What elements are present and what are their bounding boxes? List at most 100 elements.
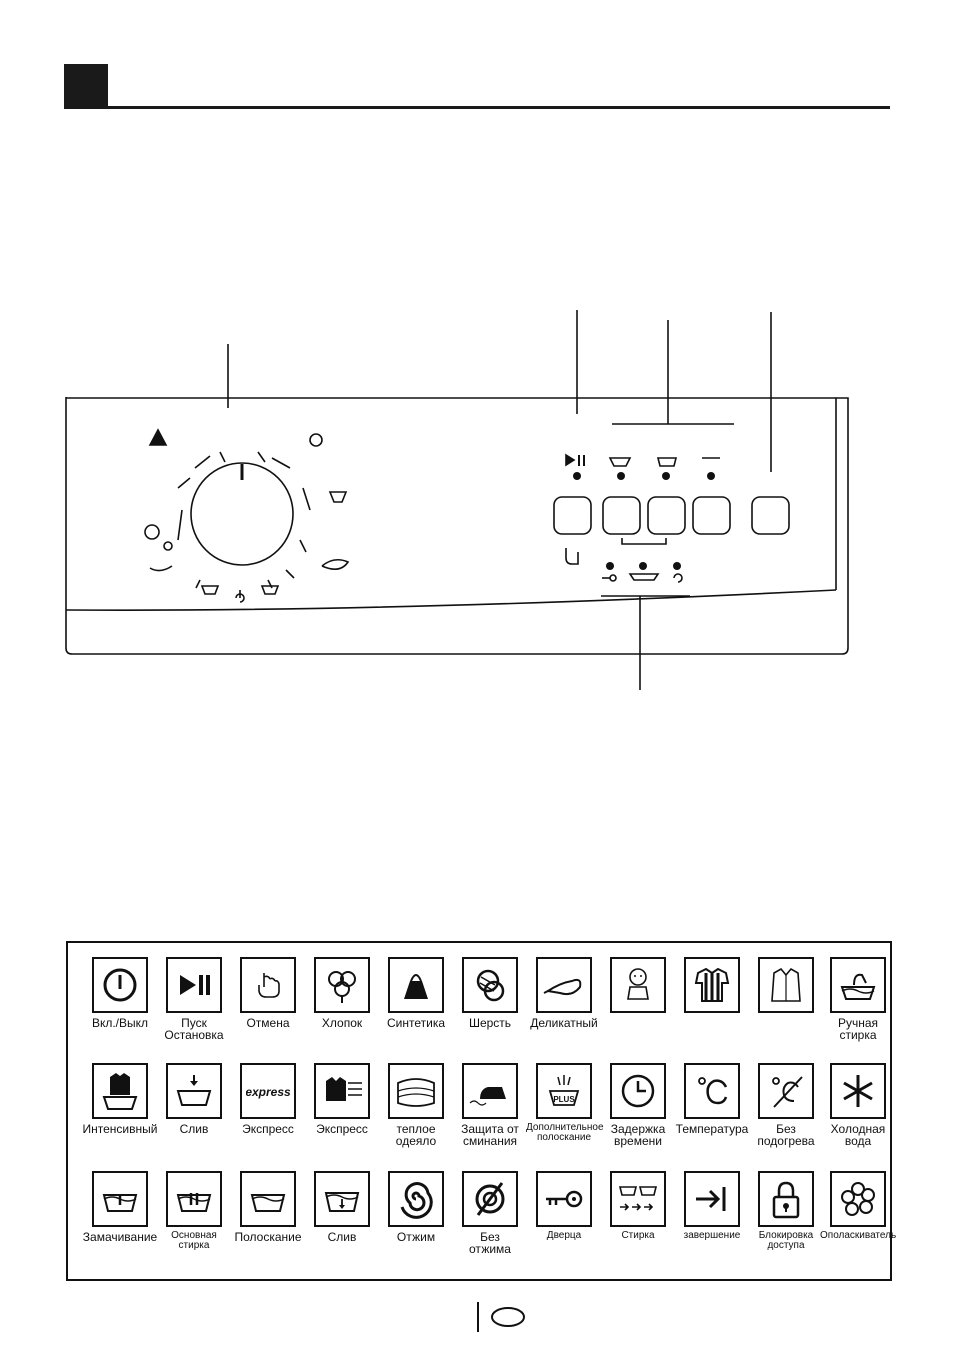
program-dial bbox=[190, 462, 294, 566]
start-pause-icon bbox=[166, 957, 222, 1013]
svg-text:PLUS: PLUS bbox=[553, 1095, 575, 1104]
legend-item-blanket: теплое одеяло bbox=[378, 1063, 454, 1147]
legend-label: Экспресс bbox=[316, 1122, 368, 1136]
status-led-2 bbox=[639, 562, 647, 570]
legend-item-drain-tub: Слив bbox=[304, 1171, 380, 1243]
door-key-icon bbox=[536, 1171, 592, 1227]
legend-item-intensive: Интенсивный bbox=[82, 1063, 158, 1135]
delicate-icon bbox=[536, 957, 592, 1013]
main-wash-icon bbox=[166, 1171, 222, 1227]
legend-item-delicate: Деликатный bbox=[526, 957, 602, 1029]
legend-label: Ополаскиватель bbox=[820, 1230, 897, 1241]
legend-item-wool: Шерсть bbox=[452, 957, 528, 1029]
panel-lower-edge bbox=[65, 589, 837, 611]
intensive-icon bbox=[92, 1063, 148, 1119]
cotton-icon bbox=[314, 957, 370, 1013]
legend-label: Блокировка доступа bbox=[758, 1230, 814, 1251]
legend-item-clock: Задержка времени bbox=[600, 1063, 676, 1147]
legend-item-softener: Ополаскиватель bbox=[820, 1171, 896, 1241]
legend-label: Отмена bbox=[246, 1016, 290, 1030]
option-button-3 bbox=[692, 496, 731, 535]
option-led-3 bbox=[707, 472, 715, 480]
legend-label: Слив bbox=[179, 1122, 209, 1136]
legend-label: Вкл./Выкл bbox=[91, 1016, 149, 1030]
legend-label: Экспресс bbox=[242, 1122, 294, 1136]
legend-item-no-heat: Без подогрева bbox=[748, 1063, 824, 1147]
legend-item-main-wash: Основная стирка bbox=[156, 1171, 232, 1251]
legend-label: завершение bbox=[683, 1230, 741, 1241]
baby-icon bbox=[610, 957, 666, 1013]
legend-label: Задержка времени bbox=[610, 1122, 666, 1148]
hand-cancel-icon bbox=[240, 957, 296, 1013]
wash-progress-icon bbox=[610, 1171, 666, 1227]
legend-label: Без отжима bbox=[469, 1230, 511, 1256]
start-pause-button bbox=[553, 496, 592, 535]
legend-item-lock: Блокировка доступа bbox=[748, 1171, 824, 1251]
legend-item-end: завершение bbox=[674, 1171, 750, 1241]
shirt-stripes-icon bbox=[684, 957, 740, 1013]
option-button-1 bbox=[602, 496, 641, 535]
no-spin-icon bbox=[462, 1171, 518, 1227]
legend-item-iron: Защита от сминания bbox=[452, 1063, 528, 1147]
control-panel-illustration bbox=[65, 310, 849, 690]
legend-label: Холодная вода bbox=[830, 1122, 886, 1148]
express-text-icon: express bbox=[240, 1063, 296, 1119]
panel-outline bbox=[65, 397, 849, 655]
legend-label: Стирка bbox=[621, 1230, 655, 1241]
legend-item-synthetics: Синтетика bbox=[378, 957, 454, 1029]
celsius-icon bbox=[684, 1063, 740, 1119]
legend-item-baby bbox=[600, 957, 676, 1017]
iron-icon bbox=[462, 1063, 518, 1119]
end-icon bbox=[684, 1171, 740, 1227]
legend-label: Деликатный bbox=[530, 1016, 598, 1030]
legend-label: Отжим bbox=[396, 1230, 436, 1244]
legend-label: Основная стирка bbox=[171, 1230, 217, 1251]
drain-icon bbox=[166, 1063, 222, 1119]
legend-label: Температура bbox=[675, 1122, 749, 1136]
clock-icon bbox=[610, 1063, 666, 1119]
legend-item-no-spin: Без отжима bbox=[452, 1171, 528, 1255]
plus-rinse-icon: PLUS bbox=[536, 1063, 592, 1119]
legend-item-plus-rinse: PLUS Дополнительное полоскание bbox=[526, 1063, 604, 1143]
legend-label: Замачивание bbox=[82, 1230, 158, 1244]
legend-label: Интенсивный bbox=[82, 1122, 158, 1136]
svg-text:express: express bbox=[246, 1085, 290, 1099]
start-led bbox=[573, 472, 581, 480]
legend-item-door-key: Дверца bbox=[526, 1171, 602, 1241]
option-led-1 bbox=[617, 472, 625, 480]
legend-item-rinse: Полоскание bbox=[230, 1171, 306, 1243]
section-header-rule bbox=[64, 106, 890, 109]
legend-label: Полоскание bbox=[234, 1230, 302, 1244]
legend-item-power: Вкл./Выкл bbox=[82, 957, 158, 1029]
snowflake-icon bbox=[830, 1063, 886, 1119]
legend-label: Без подогрева bbox=[757, 1122, 815, 1148]
legend-label: Шерсть bbox=[468, 1016, 512, 1030]
power-button bbox=[751, 496, 790, 535]
legend-label: Дополнительное полоскание bbox=[526, 1122, 604, 1143]
softener-icon bbox=[830, 1171, 886, 1227]
legend-item-shirt-stripes bbox=[674, 957, 750, 1017]
no-heat-icon bbox=[758, 1063, 814, 1119]
legend-label: Слив bbox=[327, 1230, 357, 1244]
shirt-icon bbox=[758, 957, 814, 1013]
legend-item-start-pause: Пуск Остановка bbox=[156, 957, 232, 1041]
power-icon bbox=[92, 957, 148, 1013]
legend-label: Защита от сминания bbox=[461, 1122, 519, 1148]
synthetics-icon bbox=[388, 957, 444, 1013]
status-led-3 bbox=[673, 562, 681, 570]
legend-label: Дверца bbox=[546, 1230, 582, 1241]
blanket-icon bbox=[388, 1063, 444, 1119]
status-led-1 bbox=[606, 562, 614, 570]
legend-item-cotton: Хлопок bbox=[304, 957, 380, 1029]
legend-item-handwash: Ручная стирка bbox=[820, 957, 896, 1041]
page-marker bbox=[477, 1302, 525, 1332]
express-shirt-icon bbox=[314, 1063, 370, 1119]
wool-icon bbox=[462, 957, 518, 1013]
handwash-icon bbox=[830, 957, 886, 1013]
option-button-2 bbox=[647, 496, 686, 535]
section-header-block bbox=[64, 64, 108, 108]
soak-icon bbox=[92, 1171, 148, 1227]
legend-label: Синтетика bbox=[386, 1016, 446, 1030]
lock-icon bbox=[758, 1171, 814, 1227]
